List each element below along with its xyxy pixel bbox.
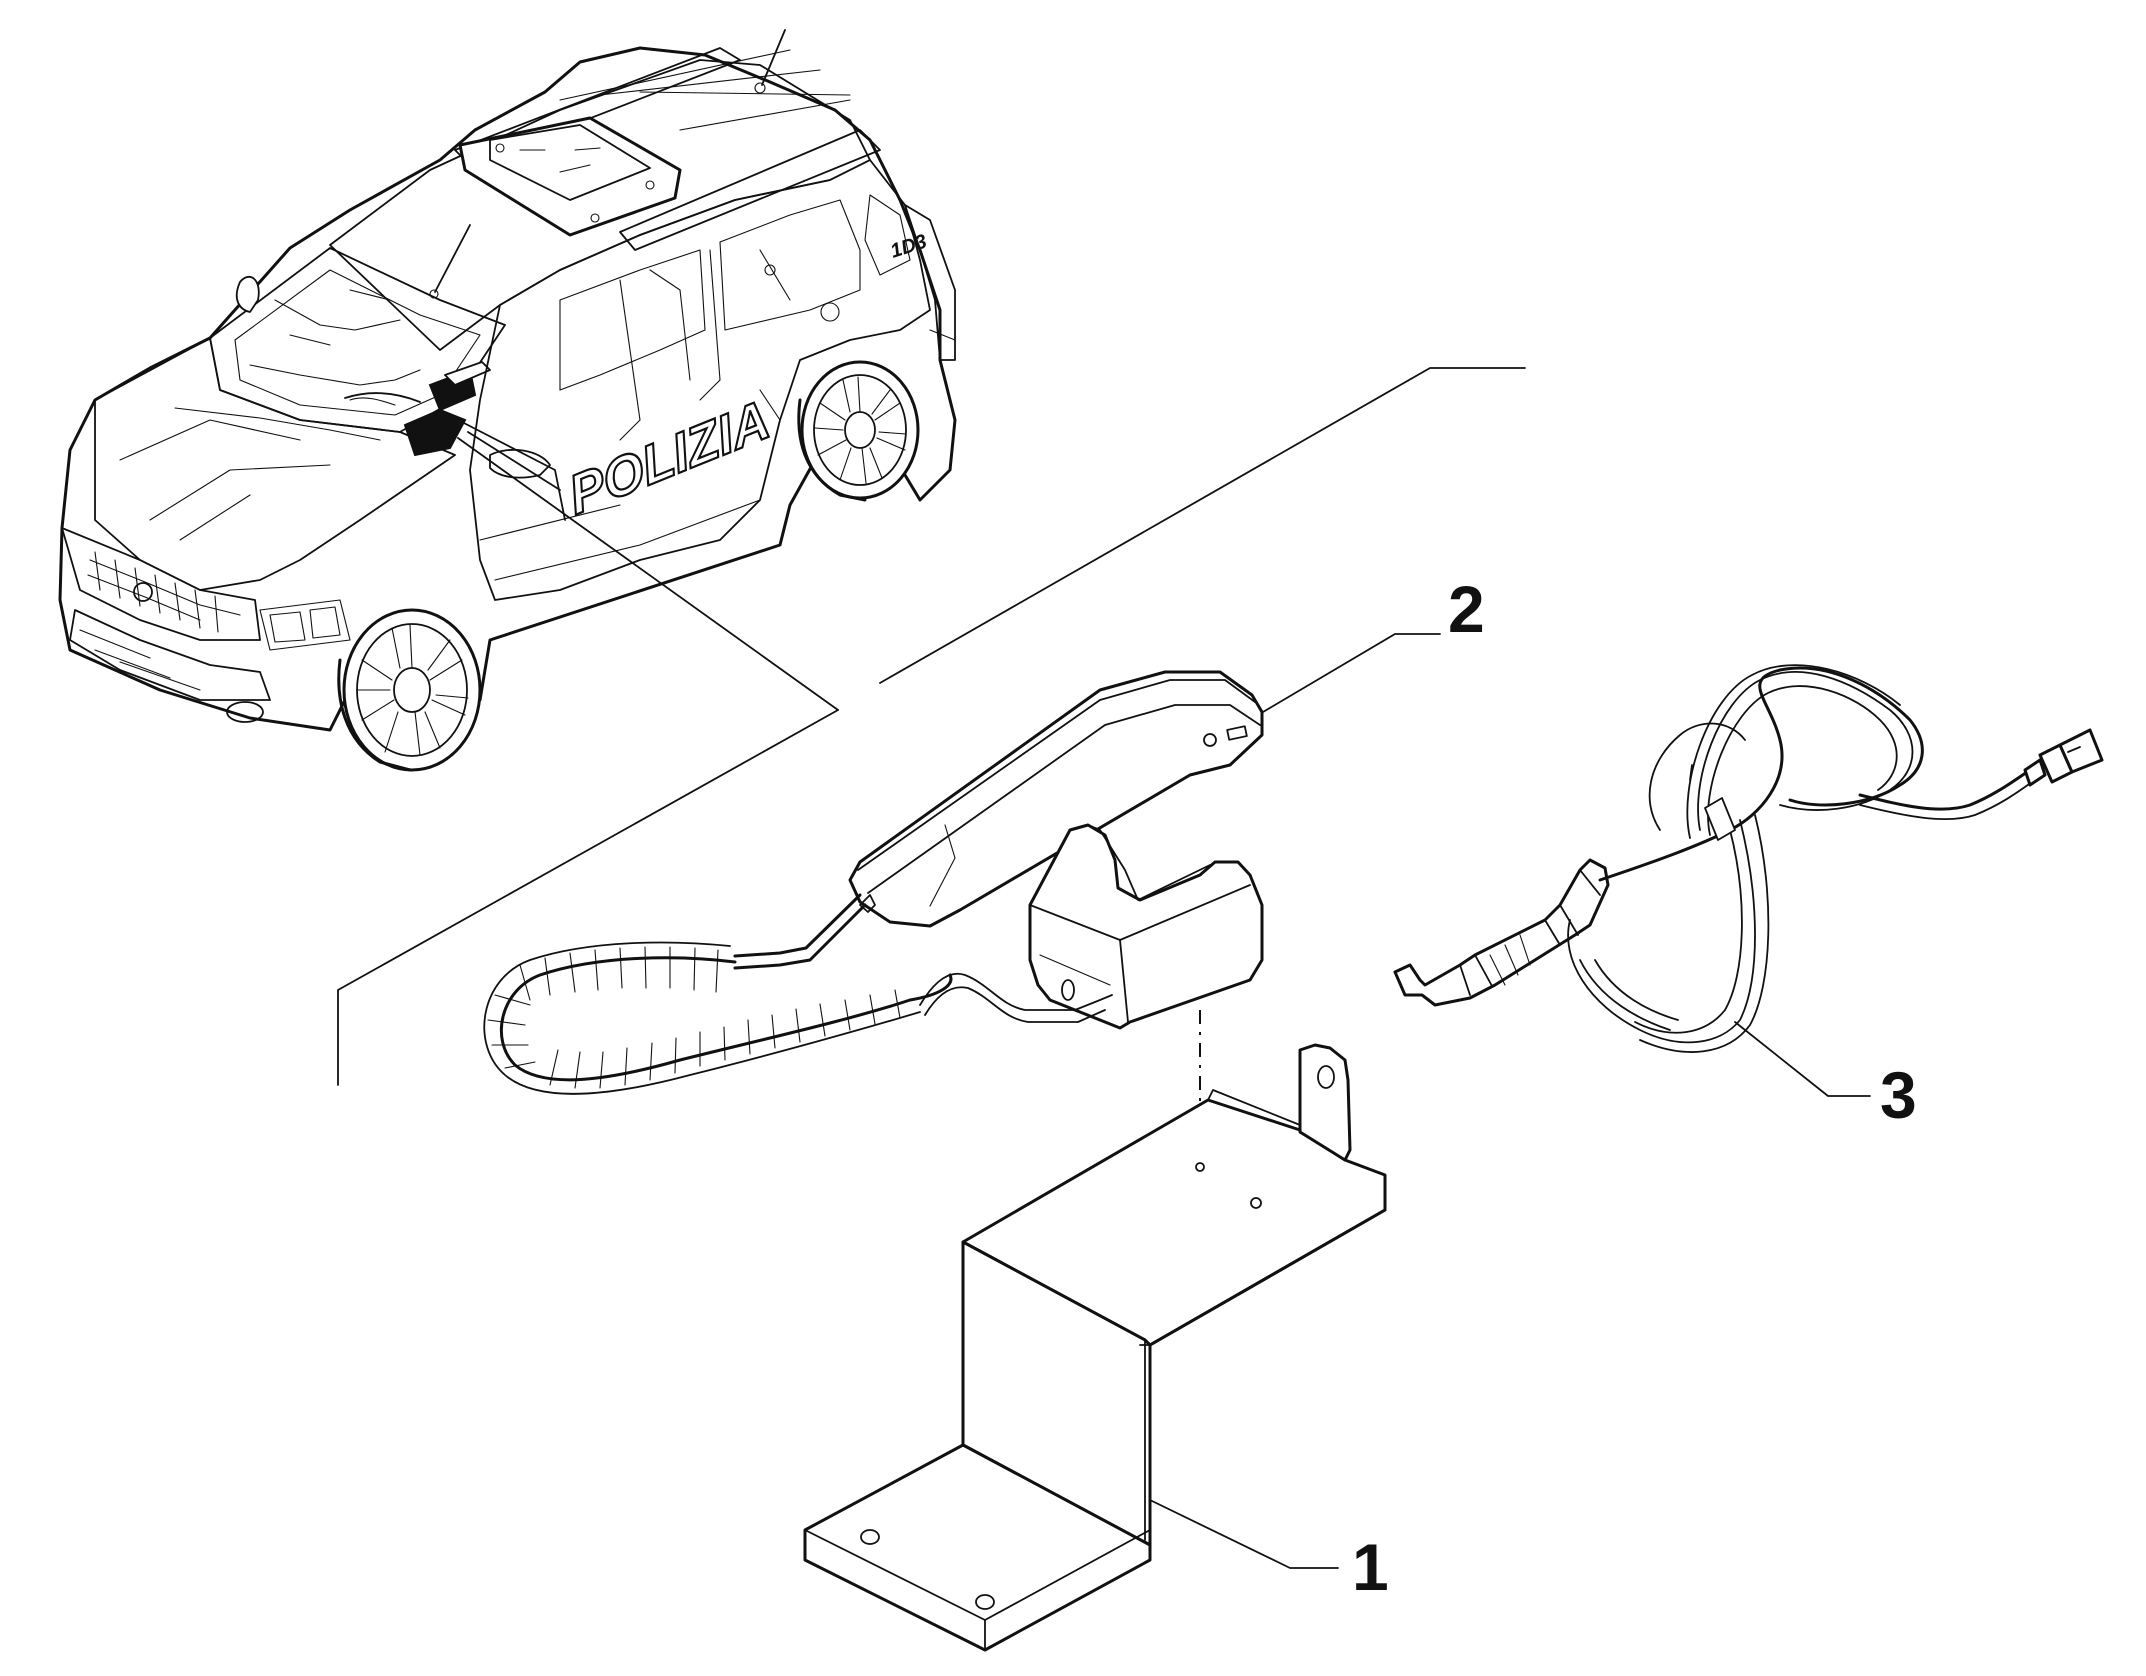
police-vehicle-illustration: POLIZIA 1D3 — [58, 29, 957, 772]
leader-line-2 — [1262, 633, 1441, 713]
callout-number-1: 1 — [1352, 1530, 1389, 1604]
cable-coil — [1567, 664, 2033, 1053]
callout-number-3: 3 — [1880, 1058, 1917, 1132]
rear-wheel — [797, 360, 920, 502]
coiled-cord — [483, 941, 1113, 1095]
callout-labels: 1 2 3 — [1352, 572, 1917, 1604]
cable-connector — [2023, 728, 2104, 787]
callout-number-2: 2 — [1448, 572, 1485, 646]
detail-view-lines — [337, 367, 1526, 1086]
leader-line-1 — [1149, 1499, 1339, 1569]
part-2-handset-assembly — [483, 670, 1264, 1095]
front-wheel — [337, 608, 482, 772]
leader-line-3 — [1734, 1021, 1871, 1097]
part-3-power-cable — [1393, 664, 2104, 1053]
part-1-mounting-bracket — [803, 1043, 1387, 1652]
callout-leaders — [1149, 633, 1871, 1569]
handset-cradle — [1028, 823, 1264, 1030]
handset — [848, 670, 1264, 928]
lighter-plug — [1393, 858, 1610, 1007]
